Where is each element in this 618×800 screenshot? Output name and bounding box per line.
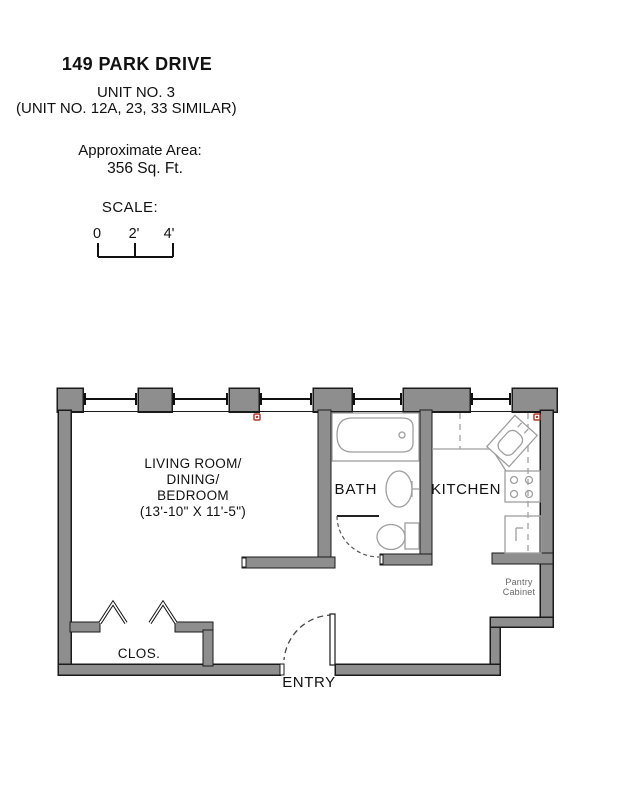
- wall-pier-2: [137, 387, 173, 413]
- wall-pier-5: [402, 387, 471, 413]
- wall-pier-4: [312, 387, 353, 413]
- closet-right-wall: [202, 629, 214, 667]
- scale-bar: [97, 243, 174, 258]
- closet-top-wall-left: [69, 621, 101, 633]
- bathroom-sink: [385, 470, 419, 508]
- wall-pier-3: [228, 387, 260, 413]
- window-1: [84, 393, 137, 405]
- step-wall-horizontal: [489, 616, 554, 628]
- toilet: [376, 522, 420, 551]
- living-room-label-line3: BEDROOM: [157, 488, 229, 503]
- pantry-cabinet-label: Pantry Cabinet: [489, 577, 549, 597]
- exterior-walls: [56, 387, 558, 676]
- stove: [504, 470, 541, 503]
- closet-top-wall-right: [174, 621, 214, 633]
- window-3: [260, 393, 312, 405]
- scale-tick-4: 4': [163, 226, 175, 242]
- living-room-label: LIVING ROOM/ DINING/ BEDROOM (13'-10" X …: [93, 456, 293, 520]
- windows: [84, 393, 511, 405]
- alarm-marker-left: [253, 413, 261, 421]
- scale-label: SCALE:: [101, 199, 159, 216]
- kitchen-sink: [485, 414, 539, 468]
- living-room-label-line2: DINING/: [166, 472, 220, 487]
- alarm-markers: [253, 413, 541, 421]
- closet-bifold-doors: [98, 599, 178, 624]
- kitchen-label: KITCHEN: [430, 481, 502, 498]
- unit-number: UNIT NO. 3: [96, 84, 176, 101]
- kitchen-bottom-wall: [491, 552, 554, 565]
- interior-walls: [69, 409, 554, 667]
- area-value: 356 Sq. Ft.: [107, 160, 183, 177]
- wall-end-caps: [241, 554, 384, 676]
- window-5: [471, 393, 511, 405]
- entry-door: [283, 613, 336, 666]
- window-4: [353, 393, 402, 405]
- address-title: 149 PARK DRIVE: [61, 54, 213, 74]
- bath-label: BATH: [334, 481, 378, 498]
- pantry-cabinet-label-line1: Pantry: [505, 577, 533, 587]
- scale-tick-2: 2': [128, 226, 140, 242]
- alarm-marker-right: [533, 413, 541, 421]
- bottom-wall-right: [334, 663, 501, 676]
- entry-label: ENTRY: [282, 674, 336, 691]
- wall-pier-6: [511, 387, 558, 413]
- closet-label: CLOS.: [117, 646, 161, 661]
- bath-door: [336, 515, 380, 558]
- refrigerator: [504, 515, 542, 554]
- scale-tick-0: 0: [92, 226, 102, 242]
- similar-units: (UNIT NO. 12A, 23, 33 SIMILAR): [16, 100, 237, 117]
- wall-pier-1: [56, 387, 84, 413]
- bathtub: [331, 412, 420, 462]
- living-bottom-wall: [241, 556, 336, 569]
- living-room-dimensions: (13'-10" X 11'-5"): [139, 504, 247, 519]
- living-room-label-line1: LIVING ROOM/: [144, 456, 242, 471]
- bath-bottom-wall: [379, 553, 433, 566]
- area-label: Approximate Area:: [78, 142, 202, 159]
- left-wall: [57, 409, 72, 676]
- bottom-wall-left: [57, 663, 281, 676]
- pantry-cabinet-label-line2: Cabinet: [502, 587, 536, 597]
- window-2: [173, 393, 228, 405]
